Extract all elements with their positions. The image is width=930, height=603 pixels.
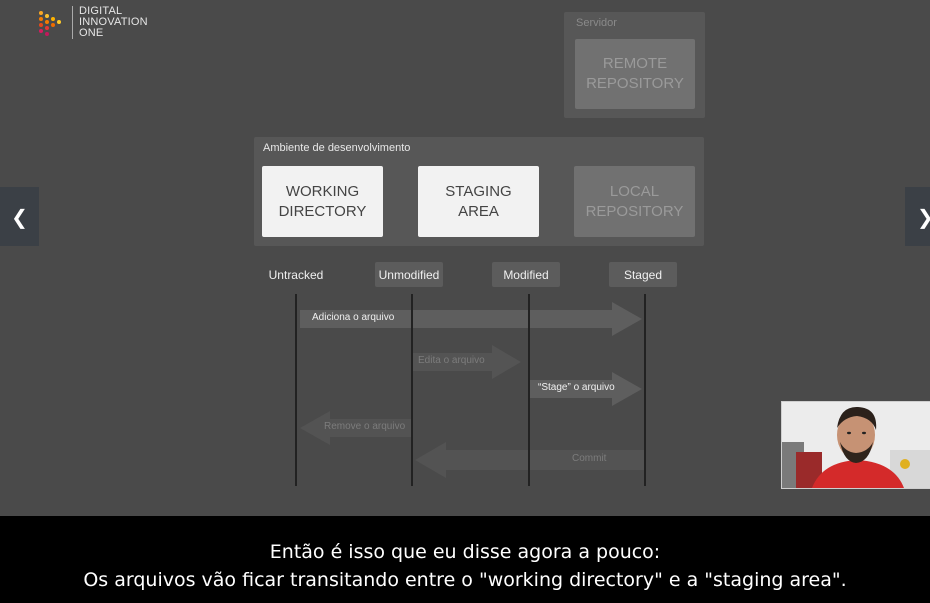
working-directory-line-1: WORKING bbox=[285, 182, 360, 200]
arrow-edita bbox=[412, 345, 521, 379]
working-directory-line-2: DIRECTORY bbox=[278, 202, 367, 220]
local-repository-box: LOCAL REPOSITORY bbox=[574, 166, 695, 237]
video-frame: DIGITAL INNOVATION ONE Servidor REMOTE R… bbox=[0, 0, 930, 516]
dio-logo: DIGITAL INNOVATION ONE bbox=[36, 6, 148, 39]
state-unmodified: Unmodified bbox=[375, 262, 443, 287]
chevron-right-icon: ❯ bbox=[917, 205, 930, 229]
state-modified: Modified bbox=[492, 262, 560, 287]
arrow-stage bbox=[530, 372, 642, 406]
remote-repository-line-1: REMOTE bbox=[602, 55, 668, 72]
dio-play-icon bbox=[36, 8, 66, 38]
label-remove: Remove o arquivo bbox=[324, 421, 406, 432]
remote-repository-box: REMOTE REPOSITORY bbox=[575, 39, 695, 109]
arrow-adiciona bbox=[300, 302, 642, 336]
staging-area-line-2: AREA bbox=[458, 202, 499, 220]
dev-environment-panel-label: Ambiente de desenvolvimento bbox=[263, 142, 411, 154]
label-adiciona: Adiciona o arquivo bbox=[312, 312, 395, 323]
local-repository-line-1: LOCAL bbox=[609, 182, 660, 200]
logo-line-3: ONE bbox=[79, 27, 104, 39]
label-commit: Commit bbox=[572, 453, 607, 464]
label-edita: Edita o arquivo bbox=[418, 355, 485, 366]
arrow-remove bbox=[300, 411, 412, 445]
subtitle-line-2: Os arquivos vão ficar transitando entre … bbox=[83, 569, 847, 591]
logo-line-1: DIGITAL bbox=[79, 5, 123, 17]
label-stage: “Stage” o arquivo bbox=[538, 382, 615, 393]
state-staged: Staged bbox=[609, 262, 677, 287]
server-panel-label: Servidor bbox=[576, 17, 617, 29]
subtitle-line-1: Então é isso que eu disse agora a pouco: bbox=[269, 541, 661, 563]
staging-area-box: STAGING AREA bbox=[418, 166, 539, 237]
instructor-webcam bbox=[781, 401, 930, 489]
dio-logo-text: DIGITAL INNOVATION ONE bbox=[72, 6, 148, 39]
arrow-commit bbox=[415, 442, 645, 478]
working-directory-box: WORKING DIRECTORY bbox=[262, 166, 383, 237]
lifecycle-arrows bbox=[300, 302, 645, 478]
lifeline-unmodified bbox=[411, 294, 413, 486]
lifeline-untracked bbox=[295, 294, 297, 486]
subtitle-bar: Então é isso que eu disse agora a pouco:… bbox=[0, 516, 930, 603]
previous-slide-button[interactable]: ❮ bbox=[0, 187, 39, 246]
next-slide-button[interactable]: ❯ bbox=[905, 187, 930, 246]
instructor-figure bbox=[782, 402, 930, 488]
logo-line-2: INNOVATION bbox=[79, 16, 148, 28]
local-repository-line-2: REPOSITORY bbox=[585, 202, 684, 220]
chevron-left-icon: ❮ bbox=[11, 204, 28, 229]
state-untracked: Untracked bbox=[268, 267, 324, 282]
remote-repository-line-2: REPOSITORY bbox=[586, 75, 684, 92]
lifeline-modified bbox=[528, 294, 530, 486]
staging-area-line-1: STAGING bbox=[445, 182, 512, 200]
lifeline-staged bbox=[644, 294, 646, 486]
